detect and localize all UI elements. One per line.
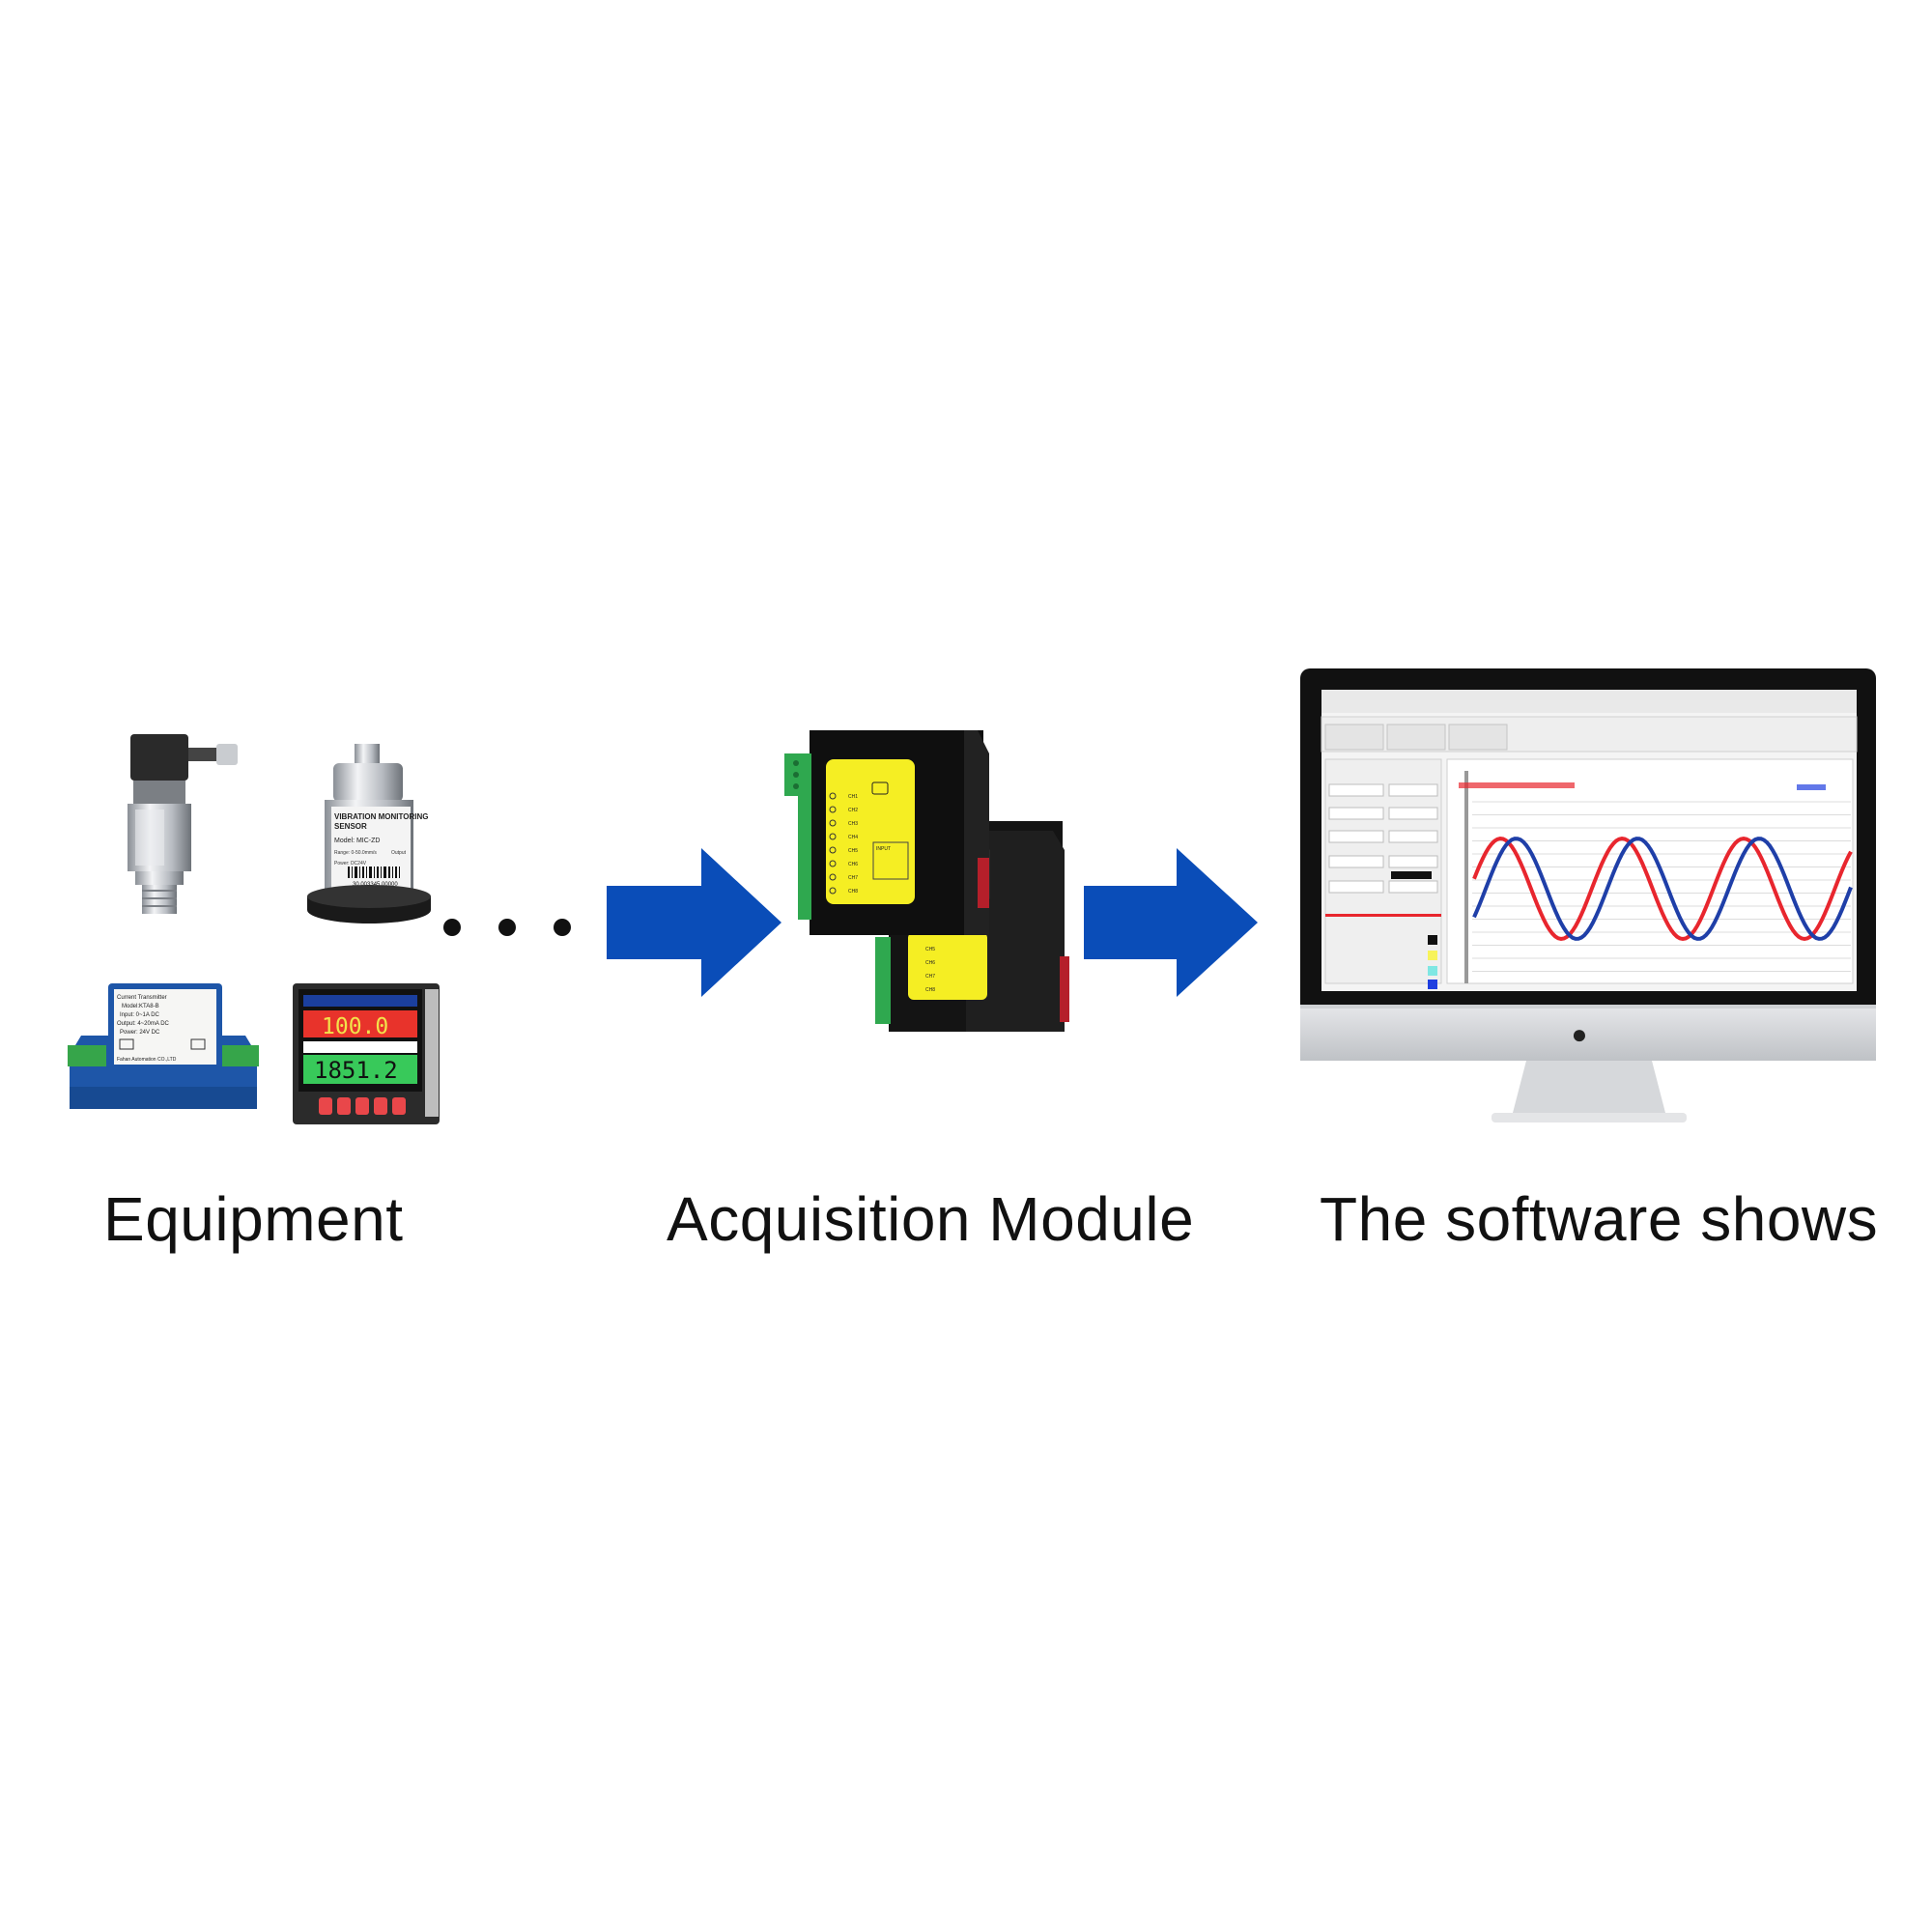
- vibration-sensor-range: Range: 0-50.0mm/s: [334, 850, 377, 856]
- channel-terminal-icon: [829, 887, 837, 895]
- vibration-sensor-serial: 30 003345 00000: [353, 882, 398, 888]
- acquisition-module-front: INPUT: [784, 730, 989, 935]
- arrow-right-icon: [1084, 848, 1258, 997]
- module-channel-label: CH6: [848, 862, 858, 867]
- imac-monitor: ●: [1300, 668, 1876, 1122]
- channel-terminal-icon: [829, 873, 837, 881]
- red-signal-waveform: [1472, 836, 1853, 942]
- module-channel-label: CH7: [925, 974, 935, 980]
- module-channel-label: CH1: [848, 794, 858, 800]
- module-input-label: INPUT: [876, 846, 891, 852]
- module-channel-label: CH8: [925, 987, 935, 993]
- arrow-right-icon: [607, 848, 781, 997]
- module-channel-label: CH8: [848, 889, 858, 895]
- channel-color-legend: [1428, 935, 1437, 989]
- vibration-sensor-output: Output: [391, 850, 407, 856]
- ellipsis-dots: [443, 919, 571, 936]
- vibration-sensor-power: Power: DC24V: [334, 861, 367, 867]
- transmitter-title: Current Transmitter: [117, 995, 167, 1001]
- vibration-sensor-line2: SENSOR: [334, 822, 367, 831]
- channel-terminal-icon: [829, 833, 837, 840]
- module-channel-label: CH2: [848, 808, 858, 813]
- panel-meter-value-bottom: 1851.2: [314, 1057, 398, 1084]
- vibration-sensor-line1: VIBRATION MONITORING: [334, 812, 428, 821]
- pressure-transmitter: [128, 734, 238, 914]
- channel-terminal-icon: [829, 819, 837, 827]
- current-transmitter: Current Transmitter Model:KTA8-B Input: …: [68, 983, 259, 1109]
- transmitter-power: Power: 24V DC: [120, 1030, 160, 1036]
- module-channel-label: CH5: [848, 848, 858, 854]
- channel-terminal-icon: [829, 806, 837, 813]
- panel-meter-value-top: 100.0: [322, 1014, 388, 1039]
- module-channel-label: CH4: [848, 835, 858, 840]
- vibration-sensor: VIBRATION MONITORING SENSOR Model: MIC-Z…: [307, 744, 431, 923]
- module-channel-label: CH5: [925, 947, 935, 952]
- module-channel-label: CH7: [848, 875, 858, 881]
- channel-terminal-icon: [829, 846, 837, 854]
- acquisition-module-label: Acquisition Module: [667, 1184, 1195, 1254]
- module-channel-label: CH6: [925, 960, 935, 966]
- transmitter-maker: Fahan Automation CO.,LTD: [117, 1057, 177, 1063]
- chart-gridlines: [1472, 801, 1851, 972]
- imac-stand: [1513, 1061, 1665, 1113]
- module-channel-label: CH3: [848, 821, 858, 827]
- transmitter-model: Model:KTA8-B: [122, 1004, 159, 1009]
- equipment-label: Equipment: [103, 1184, 404, 1254]
- apple-logo-icon: ●: [1572, 1019, 1588, 1049]
- vibration-sensor-model: Model: MIC-ZD: [334, 838, 380, 844]
- transmitter-output: Output: 4~20mA DC: [117, 1021, 170, 1027]
- channel-terminal-icon: [829, 860, 837, 867]
- software-label: The software shows: [1320, 1184, 1879, 1254]
- barcode: [348, 867, 400, 878]
- channel-terminal-icon: [829, 792, 837, 800]
- blue-signal-waveform: [1472, 837, 1853, 941]
- transmitter-input: Input: 0~1A DC: [120, 1012, 160, 1018]
- panel-meter: 100.0 1851.2: [293, 983, 440, 1124]
- panel-meter-buttons: [319, 1097, 406, 1115]
